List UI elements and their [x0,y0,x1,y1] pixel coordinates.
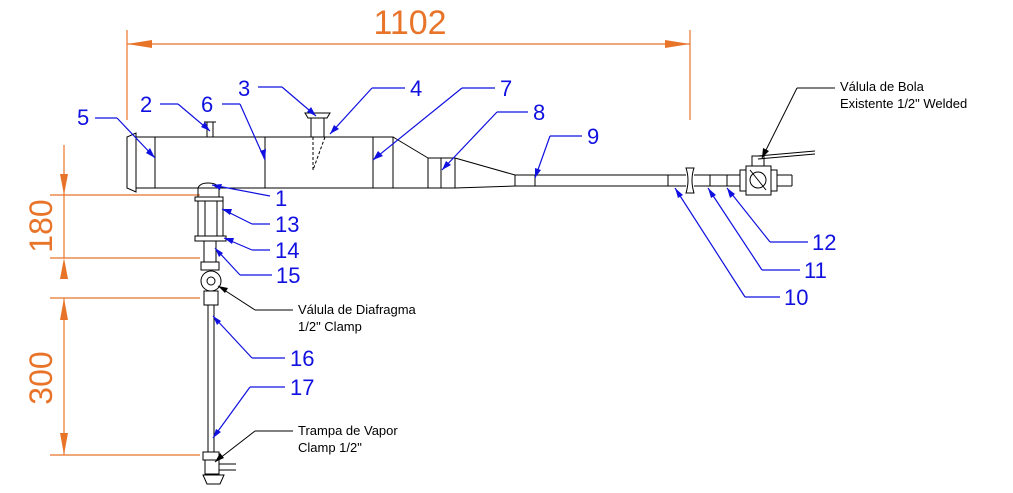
callout-9: 9 [587,124,599,149]
callout-8: 8 [533,100,545,125]
note-steam-trap-line1: Trampa de Vapor [298,423,398,438]
note-ball-valve-line2: Existente 1/2" Welded [840,96,967,111]
callout-5: 5 [77,105,89,130]
callout-leaders [95,86,808,439]
dimension-overall-length: 1102 [373,4,446,42]
dimension-vertical-lower: 300 [23,351,59,404]
callout-7: 7 [500,76,512,101]
note-leaders [214,87,835,463]
note-steam-trap-line2: Clamp 1/2" [298,440,362,455]
callout-4: 4 [410,76,422,101]
callout-15: 15 [276,263,300,288]
dimension-vertical-upper: 180 [23,199,59,252]
callout-14: 14 [275,238,299,263]
callout-17: 17 [290,375,314,400]
callout-16: 16 [290,346,314,371]
dimension-lines [50,30,691,456]
note-ball-valve-line1: Válula de Bola [840,79,925,94]
callout-3: 3 [238,76,250,101]
note-diaphragm-valve-line1: Válula de Diafragma [298,302,417,317]
callout-6: 6 [201,92,213,117]
callout-2: 2 [140,92,152,117]
piping-geometry [126,112,816,485]
callout-1: 1 [275,186,287,211]
callout-12: 12 [812,230,836,255]
callout-11: 11 [804,258,827,283]
note-diaphragm-valve-line2: 1/2" Clamp [298,319,362,334]
callout-13: 13 [275,212,299,237]
callout-10: 10 [784,285,808,310]
